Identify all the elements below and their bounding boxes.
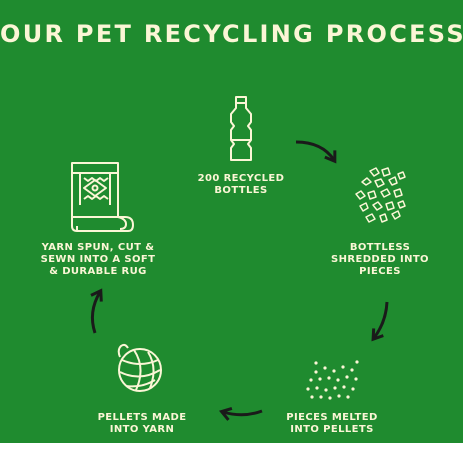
step-label-yarn: PELLETS MADE INTO YARN	[97, 412, 187, 435]
arrow-pellets-to-yarn	[218, 406, 263, 421]
arrow-yarn-to-rug	[90, 288, 103, 334]
bottle-icon	[230, 96, 252, 161]
step-label-shredded: BOTTLESS SHREDDED INTO PIECES	[331, 242, 429, 277]
rug-icon	[71, 162, 134, 232]
step-label-rug: YARN SPUN, CUT & SEWN INTO A SOFT & DURA…	[40, 242, 156, 277]
diagram-art	[71, 96, 406, 421]
yarn-ball-icon	[117, 343, 162, 392]
pellets-icon	[306, 360, 359, 400]
shredded-pieces-icon	[355, 167, 406, 223]
process-diagram: OUR PET RECYCLING PROCESS	[0, 0, 463, 443]
arrow-pieces-to-pellets	[371, 301, 389, 342]
step-label-pellets: PIECES MELTED INTO PELLETS	[286, 412, 378, 435]
arrow-bottle-to-pieces	[295, 140, 337, 164]
step-label-bottles: 200 RECYCLED BOTTLES	[197, 173, 285, 196]
diagram-title: OUR PET RECYCLING PROCESS	[0, 20, 463, 48]
